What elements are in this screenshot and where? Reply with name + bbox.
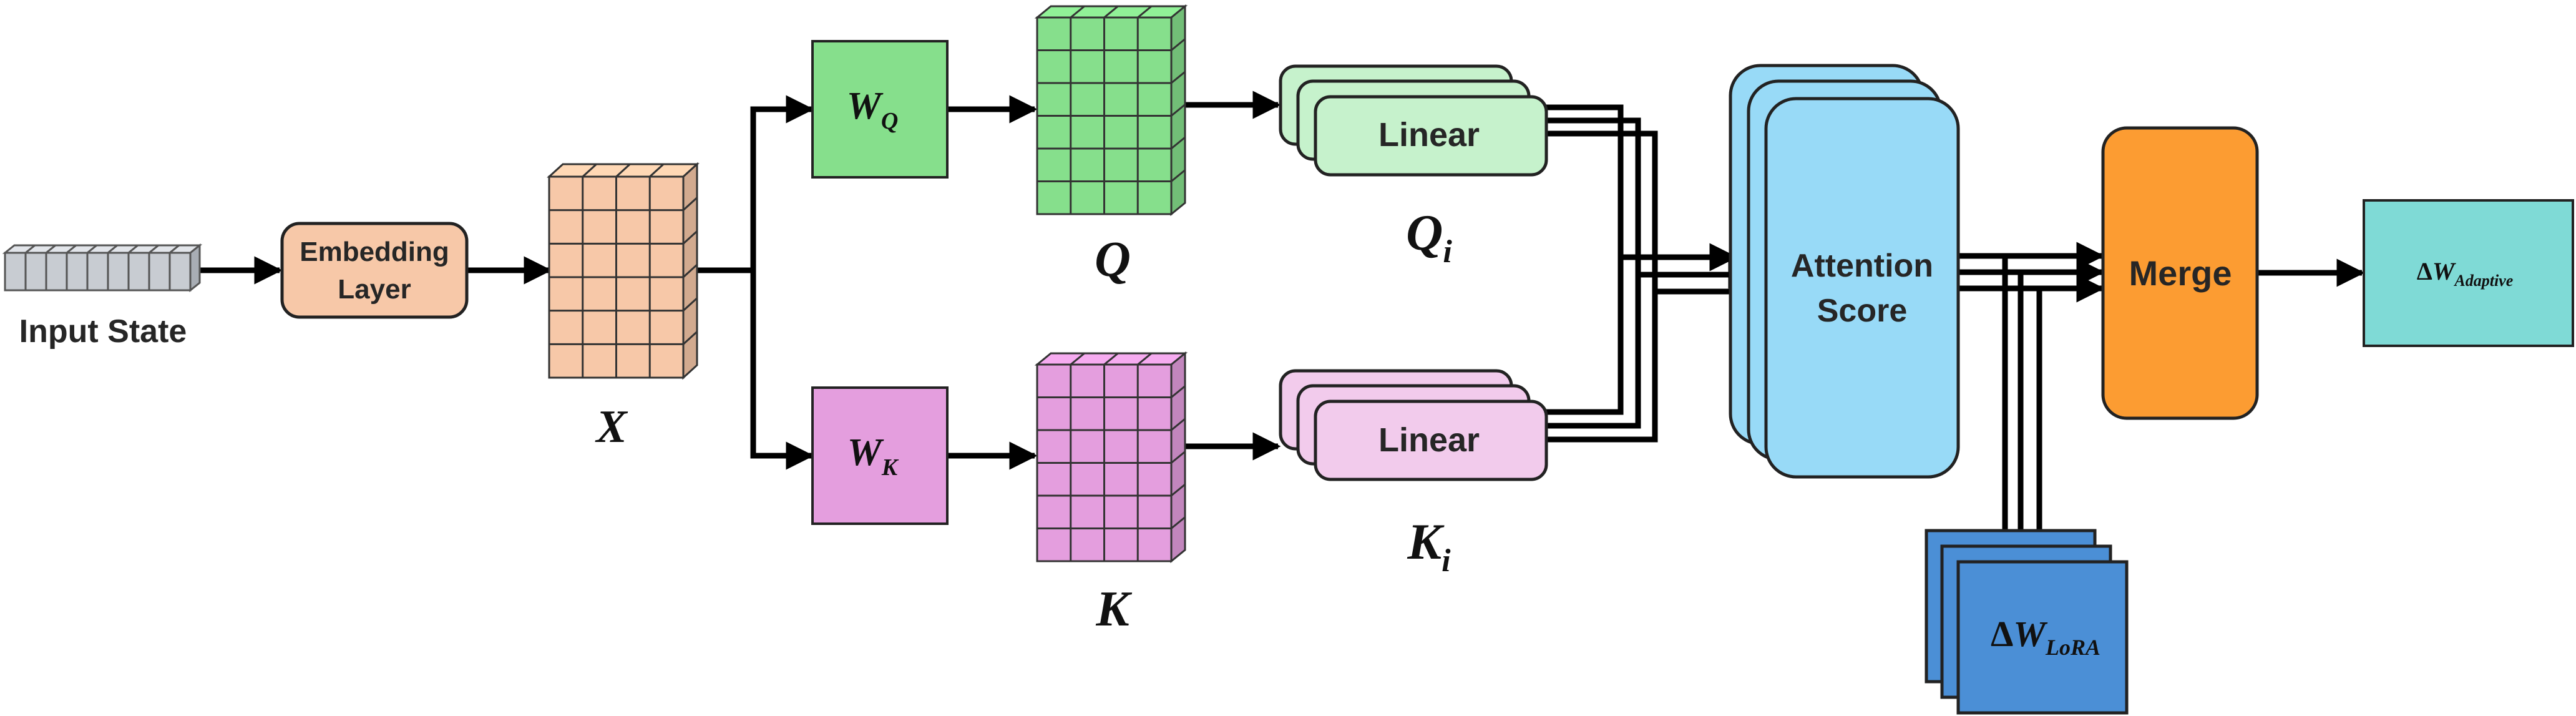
- attention-label-line2: Score: [1817, 293, 1908, 329]
- linear-k-stack: [1279, 369, 1548, 481]
- x-matrix: [547, 162, 700, 380]
- lora-label: ΔWLoRA: [1991, 614, 2100, 660]
- matrix-grid-line: [649, 163, 665, 178]
- lora-to-merge-lines: [2002, 256, 2042, 562]
- adaptive-label: ΔWAdaptive: [2417, 257, 2514, 290]
- matrix-grid-line: [1171, 451, 1186, 464]
- k-matrix: [1034, 351, 1188, 564]
- x-matrix-label: X: [595, 401, 628, 453]
- embedding-layer-box: [280, 222, 469, 319]
- merge-label: Merge: [2129, 253, 2232, 293]
- matrix-grid-line: [682, 331, 698, 345]
- wq-label: WQ: [847, 85, 899, 134]
- merge-box: [2101, 126, 2259, 420]
- matrix-grid-line: [1171, 38, 1186, 51]
- ki-label: Ki: [1407, 513, 1451, 579]
- input-state-label: Input State: [19, 313, 187, 350]
- matrix-grid-line: [1171, 418, 1186, 431]
- wk-box: [811, 386, 949, 525]
- matrix-grid-line: [1171, 385, 1186, 398]
- matrix-grid-line: [1137, 5, 1153, 19]
- linear-k-to-attention-lines: [1511, 257, 1658, 443]
- input-state-vector: [2, 243, 203, 293]
- matrix-grid-line: [1171, 136, 1186, 150]
- qi-label: Qi: [1406, 204, 1452, 270]
- matrix-grid-line: [682, 230, 698, 245]
- matrix-grid-line: [1137, 352, 1153, 366]
- linear-q-stack: [1279, 64, 1548, 177]
- embedding-label-line1: Embedding: [300, 237, 449, 267]
- arrow-x-to-wk: [750, 270, 814, 470]
- matrix-grid-line: [1171, 169, 1186, 182]
- attention-score-stack: [1729, 64, 1960, 479]
- arrow-x-to-wq: [698, 95, 814, 273]
- embedding-label-line2: Layer: [338, 274, 411, 305]
- matrix-grid-line: [682, 263, 698, 278]
- matrix-grid-line: [582, 163, 597, 178]
- k-matrix-label: K: [1095, 582, 1132, 637]
- matrix-grid-line: [1103, 352, 1119, 366]
- matrix-grid-line: [1103, 5, 1119, 19]
- wq-box: [811, 40, 949, 179]
- q-matrix-label: Q: [1095, 232, 1131, 287]
- connectors: [197, 91, 2365, 562]
- linear-q-to-attention-lines: [1511, 104, 1774, 306]
- matrix-grid-line: [1171, 104, 1186, 117]
- matrix-grid-line: [1171, 516, 1186, 529]
- wk-label: WK: [847, 431, 899, 481]
- linear-k-label: Linear: [1378, 421, 1480, 459]
- matrix-grid-line: [682, 297, 698, 311]
- lora-stack: [1925, 529, 2129, 715]
- matrix-grid-line: [1070, 5, 1085, 19]
- matrix-grid-line: [1171, 71, 1186, 84]
- matrix-grid-line: [1171, 483, 1186, 497]
- attention-label-line1: Attention: [1791, 248, 1933, 284]
- attention-to-merge-lines: [1958, 242, 2105, 303]
- linear-q-label: Linear: [1378, 116, 1480, 154]
- q-matrix: [1034, 4, 1188, 217]
- adaptive-output-box: [2363, 199, 2574, 347]
- matrix-grid-line: [682, 197, 698, 211]
- matrix-grid-line: [1070, 352, 1085, 366]
- matrix-grid-line: [615, 163, 631, 178]
